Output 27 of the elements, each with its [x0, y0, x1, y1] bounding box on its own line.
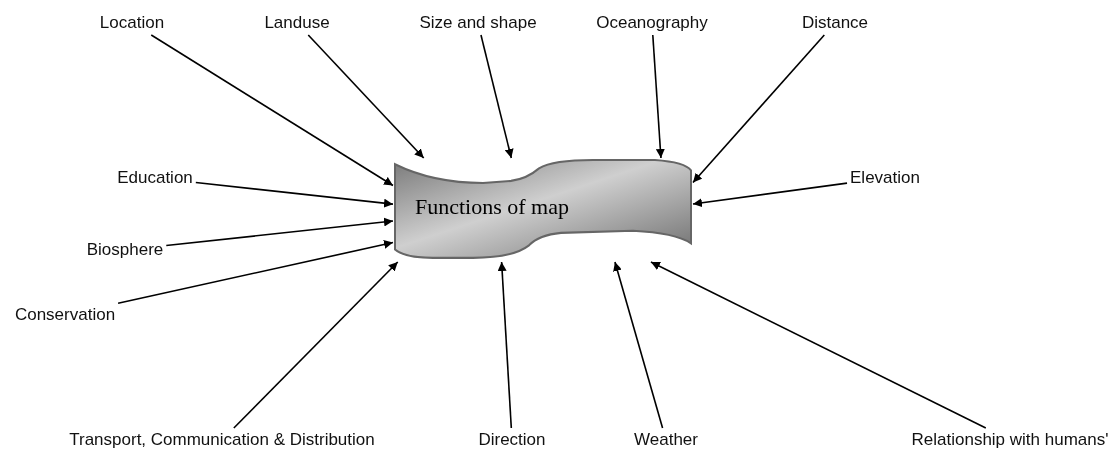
function-label: Oceanography [593, 11, 711, 35]
arrow [165, 217, 394, 247]
banner-title: Functions of map [415, 194, 569, 220]
arrow [692, 182, 848, 208]
function-label: Location [96, 11, 168, 35]
arrow [480, 34, 514, 159]
arrow [613, 261, 664, 429]
function-label: Size and shape [416, 11, 540, 35]
arrow [652, 34, 665, 159]
function-label: Conservation [11, 303, 119, 327]
function-label: Weather [631, 428, 701, 452]
function-label: Elevation [847, 166, 923, 190]
function-label: Education [114, 166, 196, 190]
arrow [233, 261, 399, 429]
arrow [117, 240, 394, 305]
function-label: Landuse [261, 11, 333, 35]
arrow [195, 181, 394, 208]
arrow [497, 261, 513, 429]
function-label: Direction [475, 428, 549, 452]
arrow [692, 34, 826, 184]
arrow [650, 261, 987, 429]
function-label: Distance [798, 11, 872, 35]
function-label: Relationship with humans' [908, 428, 1112, 452]
function-label: Transport, Communication & Distribution [66, 428, 378, 452]
function-label: Biosphere [83, 238, 167, 262]
arrow [150, 34, 394, 187]
arrow [307, 34, 425, 159]
